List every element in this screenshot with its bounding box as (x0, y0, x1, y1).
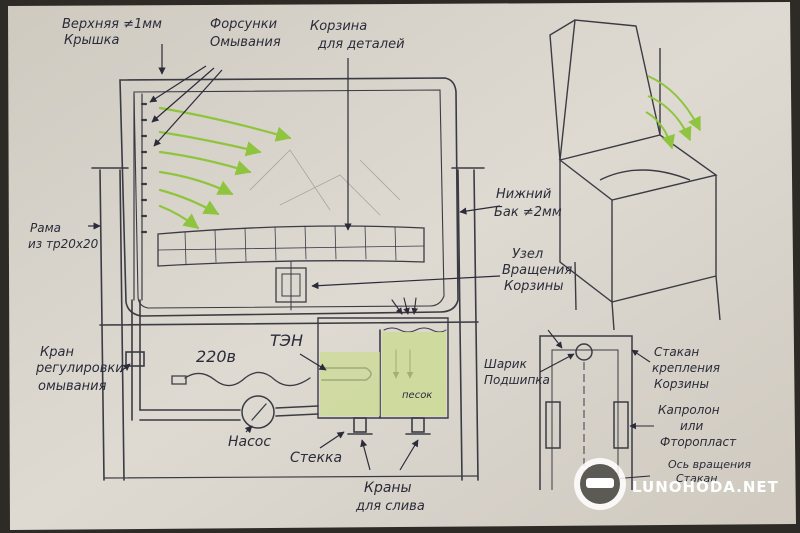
iso-lid (559, 19, 661, 161)
label-basket-2: для деталей (317, 37, 405, 52)
label-valve-1: Кран (40, 345, 74, 360)
ball-bearing (575, 343, 593, 361)
label-rotation-3: Корзины (504, 279, 564, 294)
label-axis-2: Стакан (676, 472, 717, 485)
label-drain-taps-1: Краны (364, 480, 412, 496)
spray-arrows (158, 106, 292, 230)
caprolon-left (545, 401, 561, 449)
iso-rotation (599, 169, 691, 181)
iso-spray (645, 75, 701, 150)
tank-fill-left (320, 352, 380, 416)
label-drain-glass: Стекка (290, 450, 342, 466)
label-heater: ТЭН (270, 331, 303, 350)
iso-lid-side (549, 19, 576, 161)
bearing-detail (539, 335, 633, 492)
frame-middle-bar (99, 321, 479, 326)
frame-leg-right-inner (457, 169, 463, 481)
watermark-rover-icon (586, 478, 614, 488)
iso-leg-3 (715, 275, 721, 321)
label-frame-1: Рама (30, 221, 61, 235)
label-cup-2: крепления (652, 361, 720, 375)
label-basket-1: Корзина (310, 19, 367, 34)
pump-gauge (241, 395, 275, 429)
label-cup-3: Корзины (654, 377, 709, 391)
iso-left (559, 160, 613, 304)
wash-valve-body (125, 351, 145, 367)
iso-leg-2 (611, 301, 615, 331)
basket-grid (157, 225, 425, 265)
frame-leg-right-outer (473, 169, 479, 481)
watermark-text: LUNOHODA.NET (632, 478, 779, 496)
frame-bottom-bar (103, 475, 479, 479)
bearing-pointers (539, 329, 654, 483)
label-pump: Насос (228, 434, 271, 450)
label-valve-3: омывания (38, 379, 107, 394)
label-axis-1: Ось вращения (668, 458, 751, 471)
label-ball-2: Подшипка (484, 373, 550, 387)
drain-tap-left (353, 417, 367, 433)
label-frame-2: из тр20х20 (28, 237, 99, 251)
label-top-lid-1: Верхняя ≠1мм (62, 17, 162, 32)
tank-fill-right (382, 332, 446, 416)
label-cup-1: Стакан (654, 345, 699, 359)
pump-needle (251, 403, 267, 421)
isometric-sketch (549, 19, 721, 331)
label-nozzles-2: Омывания (210, 35, 281, 50)
label-lower-tank-1: Нижний (496, 187, 551, 202)
cup-inner (551, 349, 619, 490)
drain-tap-right (411, 417, 425, 433)
label-sand: песок (402, 390, 432, 401)
basket-outline (157, 225, 425, 267)
water-surface (383, 327, 447, 333)
nozzle-dots (140, 102, 148, 234)
label-drain-taps-2: для слива (355, 499, 425, 514)
label-nozzles-1: Форсунки (210, 17, 277, 32)
label-rotation-2: Вращения (502, 263, 572, 278)
label-valve-2: регулировки (35, 361, 124, 376)
upper-tank-outline (119, 77, 459, 317)
nozzle-pointers (88, 44, 501, 471)
main-washer-drawing (91, 77, 485, 481)
cup-outline (539, 335, 633, 490)
labels: Верхняя ≠1мм Крышка Форсунки Омывания Ко… (28, 17, 751, 514)
label-voltage: 220в (196, 347, 236, 366)
pipe-to-tank-2 (275, 413, 319, 417)
caprolon-right (613, 401, 629, 449)
sketch-residue (249, 149, 401, 216)
label-ball-1: Шарик (484, 357, 528, 371)
lower-tank (317, 317, 449, 419)
label-rotation-1: Узел (512, 247, 543, 262)
pipe-to-tank (275, 405, 319, 409)
label-top-lid-2: Крышка (64, 33, 119, 48)
label-lower-tank-2: Бак ≠2мм (494, 205, 562, 220)
watermark: LUNOHODA.NET (574, 458, 779, 510)
heater-wire (184, 371, 311, 387)
plug (171, 375, 187, 385)
paper-sheet (8, 2, 796, 530)
iso-leg-1 (574, 261, 577, 311)
label-caprolon-1: Капролон (658, 403, 720, 417)
label-caprolon-3: Фторопласт (660, 435, 737, 449)
label-caprolon-2: или (680, 419, 703, 433)
upper-tank-inner (133, 89, 445, 309)
